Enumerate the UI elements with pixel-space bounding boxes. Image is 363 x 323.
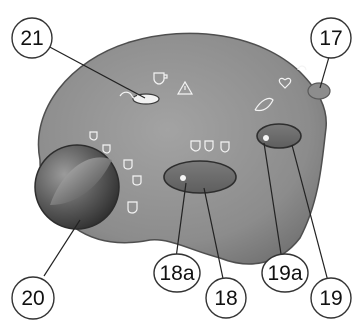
power-button[interactable] bbox=[307, 82, 331, 100]
coffee-button-led bbox=[180, 175, 186, 181]
svg-text:21: 21 bbox=[20, 27, 43, 50]
svg-text:20: 20 bbox=[21, 287, 44, 310]
svg-text:19: 19 bbox=[319, 287, 342, 310]
svg-text:17: 17 bbox=[319, 27, 342, 50]
leader-lines bbox=[43, 44, 330, 289]
callout-20: 20 bbox=[11, 276, 55, 320]
cup-icon bbox=[153, 72, 168, 85]
svg-text:19a: 19a bbox=[267, 262, 302, 285]
steam-button-led bbox=[263, 135, 269, 141]
svg-text:18: 18 bbox=[214, 287, 237, 310]
heart-icon bbox=[278, 77, 292, 89]
power-icon bbox=[297, 65, 307, 71]
callout-18: 18 bbox=[205, 277, 247, 319]
callout-18a: 18a bbox=[153, 253, 201, 293]
panel-icons bbox=[89, 65, 307, 214]
callout-21: 21 bbox=[11, 17, 53, 59]
warning-triangle-icon bbox=[176, 80, 194, 95]
coffee-button[interactable] bbox=[163, 160, 237, 194]
steam-button[interactable] bbox=[256, 123, 302, 149]
callout-19: 19 bbox=[310, 277, 352, 319]
callout-19a: 19a bbox=[261, 253, 309, 293]
svg-text:18a: 18a bbox=[159, 262, 194, 285]
callout-17: 17 bbox=[310, 17, 352, 59]
steam-icon bbox=[119, 91, 139, 99]
warning-light-indicator bbox=[132, 93, 160, 105]
selector-knob[interactable] bbox=[34, 144, 120, 230]
hot-water-icon bbox=[190, 140, 201, 152]
descaling-icon bbox=[254, 97, 274, 112]
